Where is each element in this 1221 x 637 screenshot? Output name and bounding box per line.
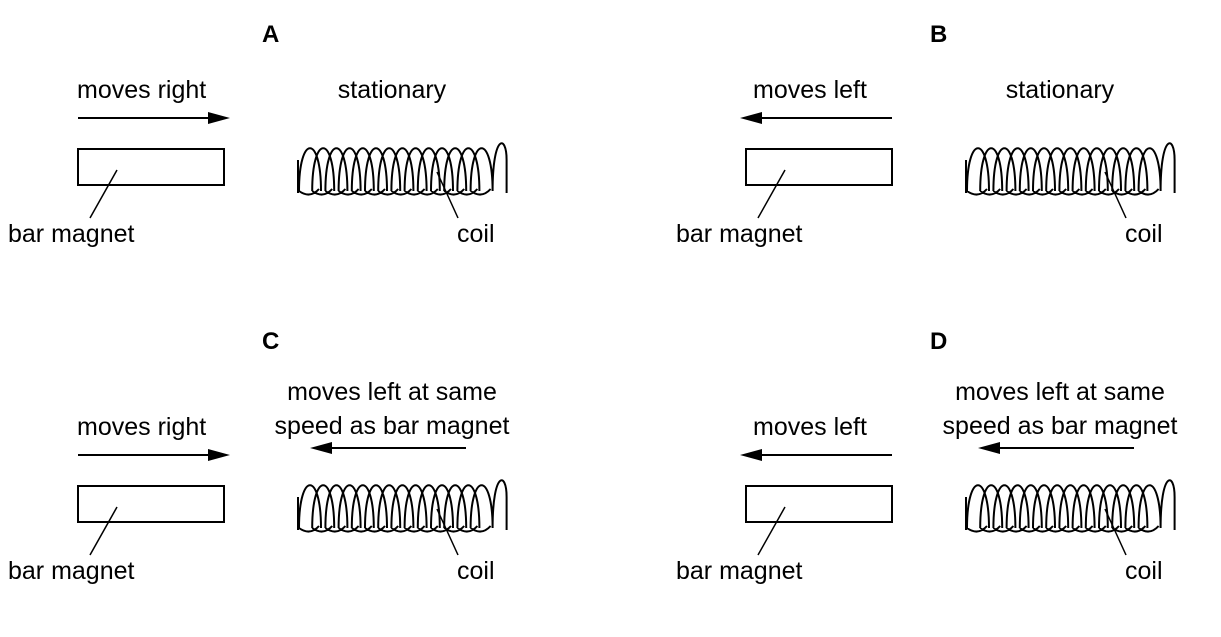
coil	[965, 142, 1176, 196]
coil-motion-arrow	[310, 442, 466, 454]
bar-magnet	[745, 485, 893, 523]
coil-leader-line	[1104, 508, 1127, 556]
magnet-motion-arrow	[740, 449, 892, 461]
panel-c: C moves right moves left at same speed a…	[0, 328, 610, 637]
coil-motion-label-line2: speed as bar magnet	[274, 412, 510, 440]
magnet-motion-arrow	[740, 112, 892, 124]
magnet-motion-label: moves left	[753, 76, 867, 104]
coil-winding	[965, 479, 1176, 533]
coil-label: coil	[457, 220, 495, 248]
coil-motion-arrow	[978, 442, 1134, 454]
magnet-motion-label: moves right	[77, 413, 207, 441]
panel-c-drawing	[77, 442, 508, 556]
coil-leader-line	[436, 508, 459, 556]
magnet-motion-arrow	[78, 112, 230, 124]
coil	[297, 479, 508, 533]
magnet-motion-label: moves left	[753, 413, 867, 441]
coil-label: coil	[1125, 220, 1163, 248]
coil-motion-label-line1: moves left at same	[955, 378, 1165, 406]
bar-magnet-leader-line	[757, 169, 786, 219]
panel-a-drawing	[77, 112, 508, 219]
panel-a: A moves right stationary bar magnet coil	[0, 0, 610, 300]
bar-magnet-leader-line	[89, 506, 118, 556]
coil-motion-label-line1: moves left at same	[287, 378, 497, 406]
coil	[297, 142, 508, 196]
coil-leader-line	[436, 171, 459, 219]
coil	[965, 479, 1176, 533]
bar-magnet-label: bar magnet	[676, 557, 803, 585]
panel-d-drawing	[740, 442, 1176, 556]
bar-magnet	[77, 485, 225, 523]
coil-leader-line	[1104, 171, 1127, 219]
bar-magnet	[745, 148, 893, 186]
coil-motion-label-line2: speed as bar magnet	[942, 412, 1178, 440]
bar-magnet-leader-line	[757, 506, 786, 556]
magnet-motion-label: moves right	[77, 76, 207, 104]
bar-magnet	[77, 148, 225, 186]
panel-b: B moves left stationary bar magnet coil	[668, 0, 1221, 300]
bar-magnet-leader-line	[89, 169, 118, 219]
coil-label: coil	[1125, 557, 1163, 585]
panel-letter: C	[262, 328, 280, 355]
panel-d: D moves left moves left at same speed as…	[668, 328, 1221, 637]
bar-magnet-label: bar magnet	[8, 220, 135, 248]
coil-winding	[297, 142, 508, 196]
panel-letter: B	[930, 21, 948, 48]
coil-label: coil	[457, 557, 495, 585]
bar-magnet-label: bar magnet	[676, 220, 803, 248]
coil-winding	[965, 142, 1176, 196]
panel-letter: D	[930, 328, 948, 355]
coil-motion-label-line1: stationary	[1005, 76, 1115, 104]
magnet-motion-arrow	[78, 449, 230, 461]
coil-winding	[297, 479, 508, 533]
coil-motion-label-line1: stationary	[337, 76, 447, 104]
panel-b-drawing	[740, 112, 1176, 219]
bar-magnet-label: bar magnet	[8, 557, 135, 585]
panel-letter: A	[262, 21, 280, 48]
